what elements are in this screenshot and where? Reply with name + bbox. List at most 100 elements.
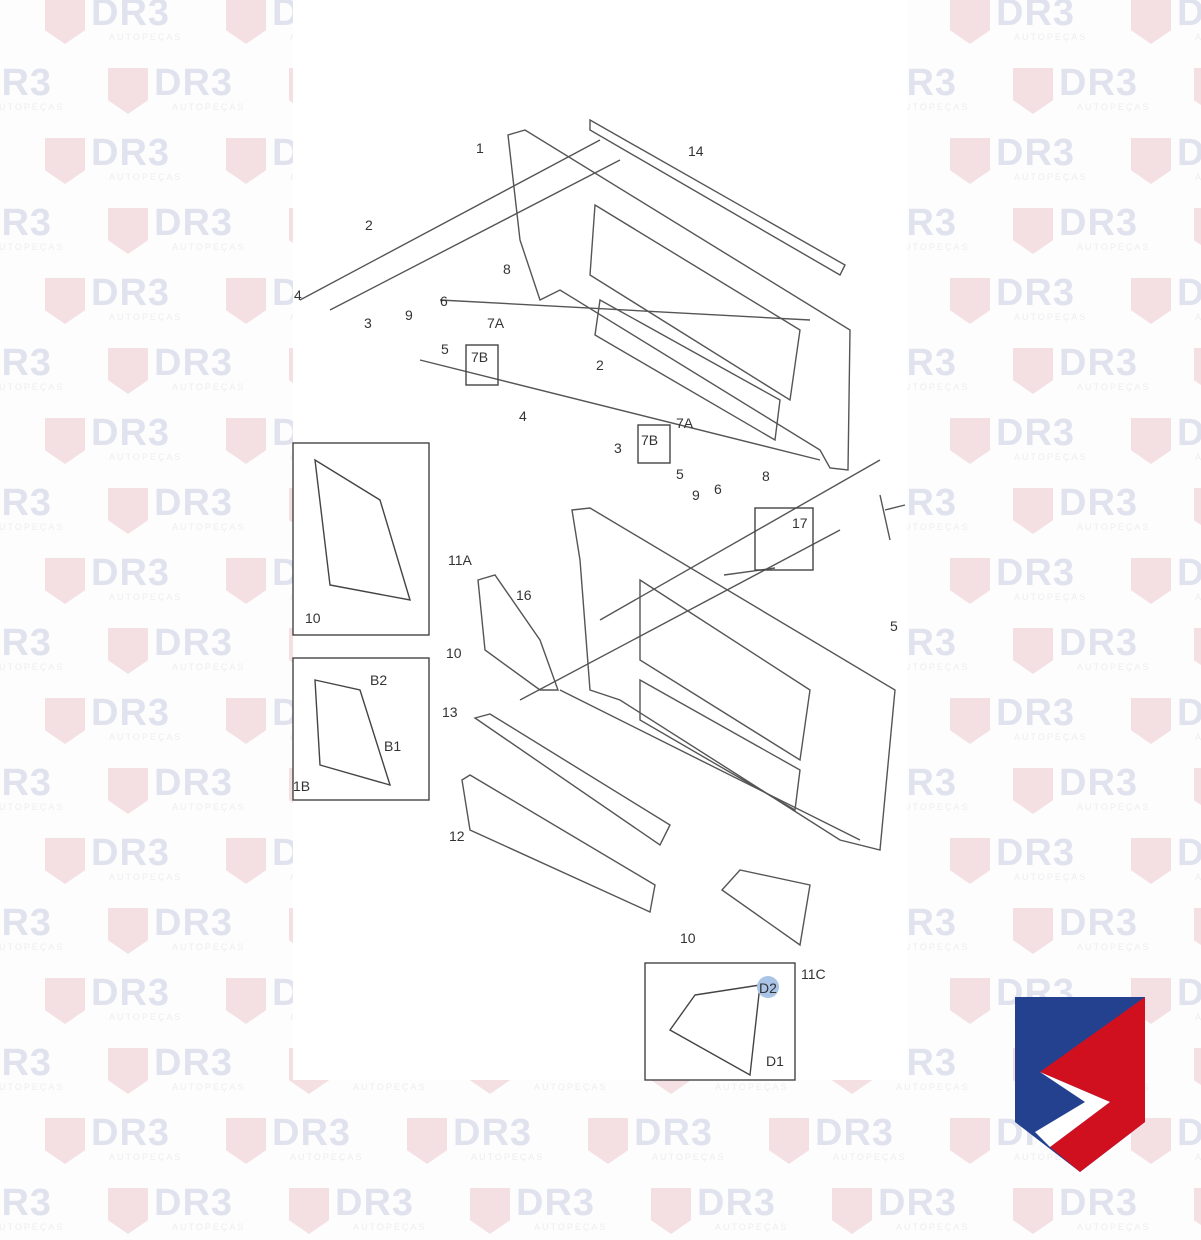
lower-front-panel bbox=[519, 459, 896, 851]
callout-label: 7B bbox=[471, 349, 489, 365]
callout-label: 13 bbox=[442, 704, 458, 720]
callout-label: 2 bbox=[365, 217, 373, 233]
callout-label: 14 bbox=[688, 143, 704, 159]
callout-label: 1 bbox=[476, 140, 484, 156]
exploded-parts-diagram bbox=[292, 118, 906, 1081]
callout-label: B1 bbox=[384, 738, 402, 754]
callout-label: 5 bbox=[676, 466, 684, 482]
callout-label: 5 bbox=[441, 341, 449, 357]
diagram-panel bbox=[293, 0, 907, 1080]
callout-label: 4 bbox=[519, 408, 527, 424]
callout-label: 17 bbox=[792, 515, 808, 531]
callout-label: 9 bbox=[405, 307, 413, 323]
callout-label: 16 bbox=[516, 587, 532, 603]
callout-label: 9 bbox=[692, 487, 700, 503]
dr3-logo bbox=[1015, 997, 1145, 1172]
callout-label: 6 bbox=[440, 293, 448, 309]
callout-label: 11C bbox=[801, 966, 826, 982]
grilles bbox=[461, 494, 906, 947]
callout-label: 8 bbox=[503, 261, 511, 277]
callout-label: 2 bbox=[596, 357, 604, 373]
callout-label: 6 bbox=[714, 481, 722, 497]
d2-highlight bbox=[757, 976, 779, 998]
callout-label: 7A bbox=[487, 315, 505, 331]
callout-label: 8 bbox=[762, 468, 770, 484]
callout-label: 10 bbox=[680, 930, 696, 946]
callout-label: 1B bbox=[293, 778, 311, 794]
callout-label: 4 bbox=[294, 287, 302, 303]
callout-label: 10 bbox=[446, 645, 462, 661]
callout-label: 11A bbox=[448, 552, 472, 568]
callout-label: 10 bbox=[305, 610, 321, 626]
callout-label: 3 bbox=[364, 315, 372, 331]
callout-label: D2 bbox=[759, 980, 777, 996]
callout-label: 7B bbox=[641, 432, 659, 448]
callout-label: D1 bbox=[766, 1053, 784, 1069]
callout-label: 5 bbox=[890, 618, 898, 634]
callout-label: 12 bbox=[449, 828, 465, 844]
upper-front-panel bbox=[299, 118, 851, 471]
callout-label: B2 bbox=[370, 672, 388, 688]
callout-label: 7A bbox=[676, 415, 694, 431]
callout-label: 3 bbox=[614, 440, 622, 456]
